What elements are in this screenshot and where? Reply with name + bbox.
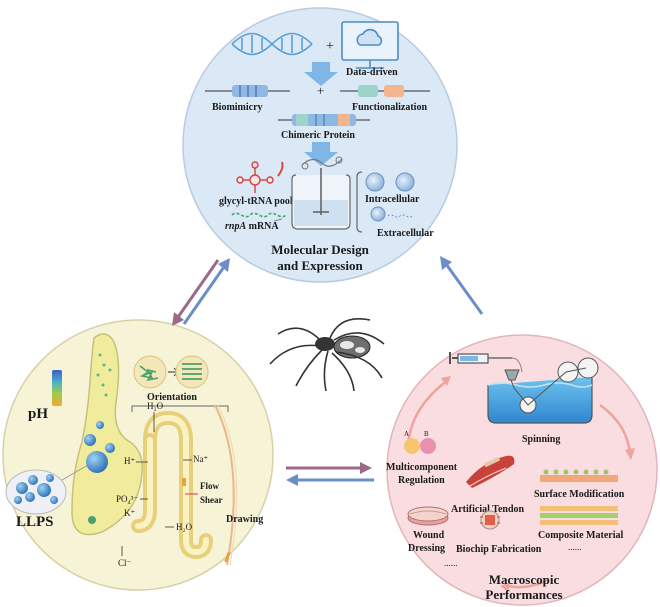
wound-label: Wound (413, 530, 445, 541)
biomimicry-label: Biomimicry (212, 102, 263, 113)
spinning-bath-icon (487, 357, 599, 424)
ellipsis-right: ...... (568, 542, 582, 552)
chimeric-protein-icon (292, 114, 356, 126)
arrow-right-to-top-blue (444, 263, 484, 315)
macroscopic-performances-module: Spinning A B Multicomponent Regulation A… (386, 334, 658, 606)
na-plus-label: Na⁺ (193, 454, 208, 464)
molecular-design-module: + Data-driven + Biomimicry Functionaliza… (182, 7, 458, 283)
cell-icon-3 (370, 206, 386, 222)
cell-icon-1 (365, 172, 385, 192)
intracellular-label: Intracellular (365, 194, 420, 205)
drawing-fiber (214, 404, 235, 566)
cycle-connectors (172, 256, 484, 486)
syringe-icon (449, 352, 512, 364)
monitor-icon (341, 21, 399, 69)
silk-gland-shape (71, 333, 143, 536)
gland-dots (96, 353, 112, 397)
bracket-left (356, 171, 363, 233)
green-dot (88, 516, 96, 524)
upregulation-arrow-icon (277, 161, 284, 177)
drawing-marker-icon (224, 551, 231, 563)
orientation-bracket (131, 405, 229, 412)
macroscopic-title-2: Performances (485, 587, 562, 602)
droplet-small (105, 443, 115, 453)
composite-material-icon (540, 506, 618, 525)
biomimicry-gene-icon (232, 85, 268, 97)
trna-icon (236, 161, 274, 193)
droplet-tiny (96, 421, 104, 429)
surface-modification-label: Surface Modification (534, 489, 625, 500)
arrow-left-to-top-mauve (174, 259, 220, 321)
biochip-icon (480, 510, 500, 530)
po4-label: PO₄³⁻ (116, 494, 138, 504)
h2o-top-label: H₂O (147, 401, 164, 411)
droplet-large (86, 451, 108, 473)
llps-label: LLPS (16, 514, 54, 530)
molecular-design-title-1: Molecular Design (271, 242, 369, 257)
component-b-label: B (424, 430, 429, 438)
secretion-icon (387, 214, 413, 218)
ellipsis-left: ...... (444, 558, 458, 568)
orientation-aligned-icon (175, 355, 209, 389)
down-arrow-2 (304, 142, 338, 166)
droplet-medium (84, 434, 96, 446)
tendon-icon (466, 455, 515, 488)
arrow-left-to-top-blue (182, 263, 228, 325)
bioreactor-icon (291, 156, 351, 230)
molecular-design-title-2: and Expression (277, 258, 363, 273)
h2o-bottom-label: H₂O (176, 522, 193, 532)
h-plus-label: H⁺ (124, 456, 135, 466)
dna-icon (231, 32, 313, 56)
artificial-tendon-label: Artificial Tendon (451, 504, 525, 515)
plus-sign-mid: + (317, 83, 324, 98)
data-driven-label: Data-driven (346, 67, 398, 78)
wound-dressing-icon (407, 506, 449, 526)
regulation-label: Regulation (398, 475, 445, 486)
k-plus-label: K⁺ (124, 508, 135, 518)
ph-label: pH (28, 406, 48, 422)
rnpa-mrna-label: rnpA mRNA (225, 221, 279, 232)
flow-marker-icon (182, 478, 186, 486)
drawing-label: Drawing (226, 514, 263, 525)
extracellular-label: Extracellular (377, 228, 434, 239)
macroscopic-title-1: Macroscopic (489, 572, 560, 587)
spider-icon (269, 318, 385, 392)
llps-cluster-icon (5, 469, 67, 515)
component-a-icon (404, 438, 420, 454)
orientation-label: Orientation (147, 392, 197, 403)
shear-label: Shear (200, 495, 223, 505)
functional-gene-icon-2 (384, 85, 404, 97)
plus-sign-top: + (326, 39, 334, 54)
component-b-icon (420, 438, 436, 454)
ph-gradient-bar (52, 370, 62, 406)
chimeric-protein-label: Chimeric Protein (281, 130, 355, 141)
glycyl-trna-label: glycyl-tRNA pool (219, 196, 293, 207)
spinneret-icon (504, 369, 520, 381)
functionalization-label: Functionalization (352, 102, 427, 113)
surface-modification-icon (540, 469, 618, 482)
spinning-gland-module: pH LLPS Orientation (2, 319, 274, 591)
cl-minus-label: Cl⁻ (118, 558, 132, 568)
composite-material-label: Composite Material (538, 530, 623, 541)
multicomponent-label: Multicomponent (386, 462, 458, 473)
component-a-label: A (404, 430, 409, 438)
cycle-arrow-bottom (507, 578, 549, 589)
dressing-label: Dressing (408, 543, 445, 554)
down-arrow-1 (304, 62, 338, 86)
biochip-label: Biochip Fabrication (456, 544, 542, 555)
flow-label: Flow (200, 481, 219, 491)
cell-icon-2 (395, 172, 415, 192)
functional-gene-icon-1 (358, 85, 378, 97)
spinning-label: Spinning (522, 434, 560, 445)
